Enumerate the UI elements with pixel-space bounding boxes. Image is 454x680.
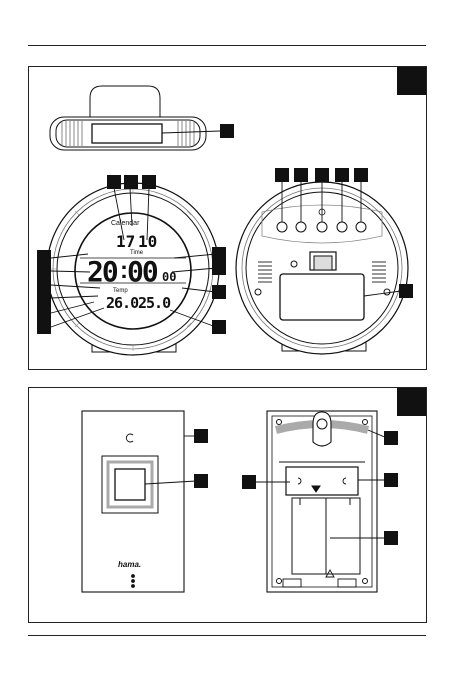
callout-marker	[384, 531, 398, 545]
callout-marker	[37, 250, 51, 264]
lcd-display: Calendar 17 10 Time 20 : 00 00 Temp 26.0…	[78, 214, 190, 324]
callout-marker	[194, 474, 208, 488]
lcd-calendar-label: Calendar	[111, 220, 139, 227]
callout-marker	[275, 168, 289, 182]
callout-marker	[315, 168, 329, 182]
sensor-back-drawing	[267, 411, 377, 592]
callout-marker	[212, 320, 226, 334]
lcd-date-left: 17	[116, 232, 135, 251]
callout-marker	[37, 278, 51, 292]
callout-marker	[354, 168, 368, 182]
callout-marker	[37, 264, 51, 278]
lcd-seconds: 00	[162, 270, 176, 284]
callout-marker	[37, 306, 51, 320]
callout-marker	[37, 320, 51, 334]
callout-marker	[194, 429, 208, 443]
lcd-time-hours: 20	[87, 255, 117, 288]
callout-marker	[142, 175, 156, 189]
callout-marker	[220, 124, 234, 138]
lcd-time-minutes: 00	[127, 255, 157, 288]
sensor-brand-logo: hama.	[118, 560, 141, 569]
top-view-drawing	[50, 86, 220, 150]
callout-marker	[212, 261, 226, 275]
callout-marker	[107, 175, 121, 189]
callout-marker	[242, 475, 256, 489]
callout-marker	[335, 168, 349, 182]
callout-marker	[384, 431, 398, 445]
lcd-date-right: 10	[138, 232, 157, 251]
callout-marker	[212, 247, 226, 261]
callout-marker	[124, 175, 138, 189]
callout-marker	[399, 284, 413, 298]
lcd-temp-right: 25.0	[138, 294, 170, 312]
callout-marker	[384, 473, 398, 487]
callout-marker	[37, 292, 51, 306]
lcd-temp-left: 26.0	[106, 294, 138, 312]
callout-marker	[294, 168, 308, 182]
callout-marker	[212, 285, 226, 299]
